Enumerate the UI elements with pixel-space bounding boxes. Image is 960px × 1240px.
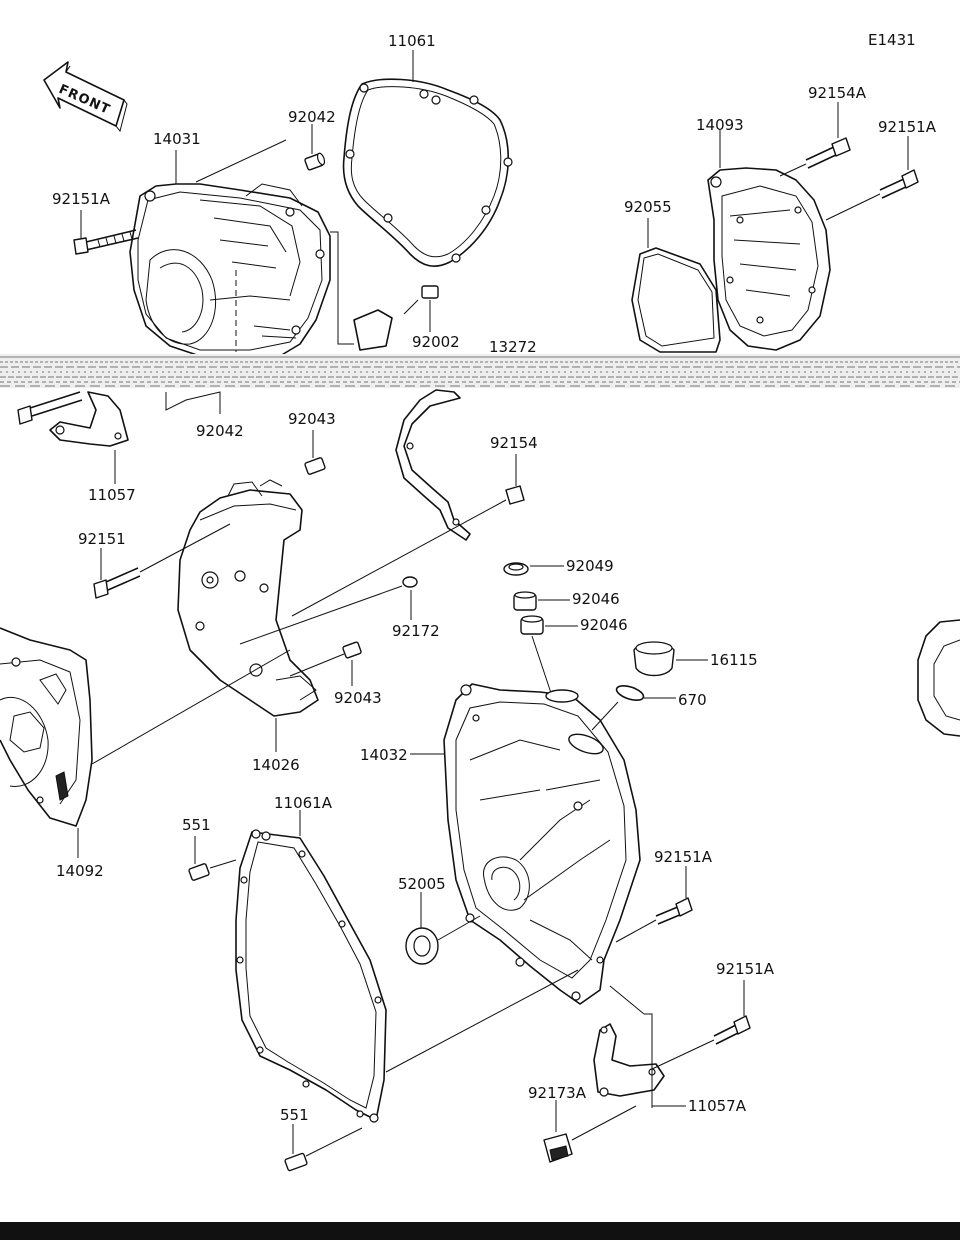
bearing-92046-lower [520,615,544,635]
label-670: 670 [678,691,707,709]
label-14031: 14031 [153,130,201,148]
label-551-bottom: 551 [280,1106,309,1124]
label-16115: 16115 [710,651,758,669]
label-92002: 92002 [412,333,460,351]
label-92154: 92154 [490,434,538,452]
cap-16115 [633,641,675,677]
diagram-code: E1431 [868,31,916,49]
dowel-pin-551-bottom [284,1127,363,1172]
bolt-left-band [17,391,83,425]
label-92046-lower: 92046 [580,616,628,634]
label-92042-bottom: 92042 [196,422,244,440]
front-arrow-icon: FRONT [43,61,128,133]
cover-14031 [129,183,331,359]
label-92043-top: 92043 [288,410,336,428]
label-92046-upper: 92046 [572,590,620,608]
label-13272: 13272 [489,338,537,356]
label-92151A-right-top: 92151A [878,118,937,136]
label-11057A: 11057A [688,1097,747,1115]
bolt-92151 [93,523,231,599]
label-92055: 92055 [624,198,672,216]
scan-artifact-band [0,354,960,388]
bolt-92002 [403,285,439,315]
label-92042-top: 92042 [288,108,336,126]
label-14092: 14092 [56,862,104,880]
seal-92049 [503,562,529,576]
label-92049: 92049 [566,557,614,575]
gasket-11061A [235,829,387,1123]
bolt-92154A [779,137,851,177]
gasket-13272 [395,389,471,541]
cover-14032 [443,683,641,1005]
bearing-92046-upper [513,591,537,611]
label-92151A-right-mid: 92151A [654,848,713,866]
bolt-92151A-right-top [825,169,919,221]
dowel-pin-92043-bottom [289,641,362,677]
bolt-92151A-right-mid [615,897,693,943]
o-ring-670 [615,685,645,701]
label-92173A: 92173A [528,1084,587,1102]
cover-partial-right [917,619,960,737]
label-92043-bottom: 92043 [334,689,382,707]
label-14093: 14093 [696,116,744,134]
label-551-top: 551 [182,816,211,834]
bearing-52005 [405,915,481,965]
gasket-92055 [631,247,721,353]
bolt-92151A-left-top [73,229,139,255]
label-52005: 52005 [398,875,446,893]
label-14032: 14032 [360,746,408,764]
clamp-92173A [543,1105,637,1163]
bolt-92151A-bottom-right [649,1015,751,1071]
screw-92172 [239,576,418,645]
label-92151: 92151 [78,530,126,548]
bracket-11057 [49,391,129,447]
label-92151A-bottom-right: 92151A [716,960,775,978]
label-11057: 11057 [88,486,136,504]
label-92154A: 92154A [808,84,867,102]
label-11061: 11061 [388,32,436,50]
dowel-pin-551-top [188,859,237,881]
cover-14092 [0,627,93,827]
dowel-pin-92043-top [304,457,326,475]
cover-14093 [707,167,831,351]
plate-14026 [177,479,319,717]
bolt-92154 [291,485,525,617]
label-14026: 14026 [252,756,300,774]
front-label: FRONT [56,82,112,118]
bracket-small [330,231,393,351]
label-92172: 92172 [392,622,440,640]
bracket-11057A [593,1023,665,1097]
bottom-bar [0,1222,960,1240]
gasket-11061 [342,78,513,267]
label-11061A: 11061A [274,794,333,812]
label-92151A-left-top: 92151A [52,190,111,208]
dowel-pin-92042-top [304,152,326,171]
